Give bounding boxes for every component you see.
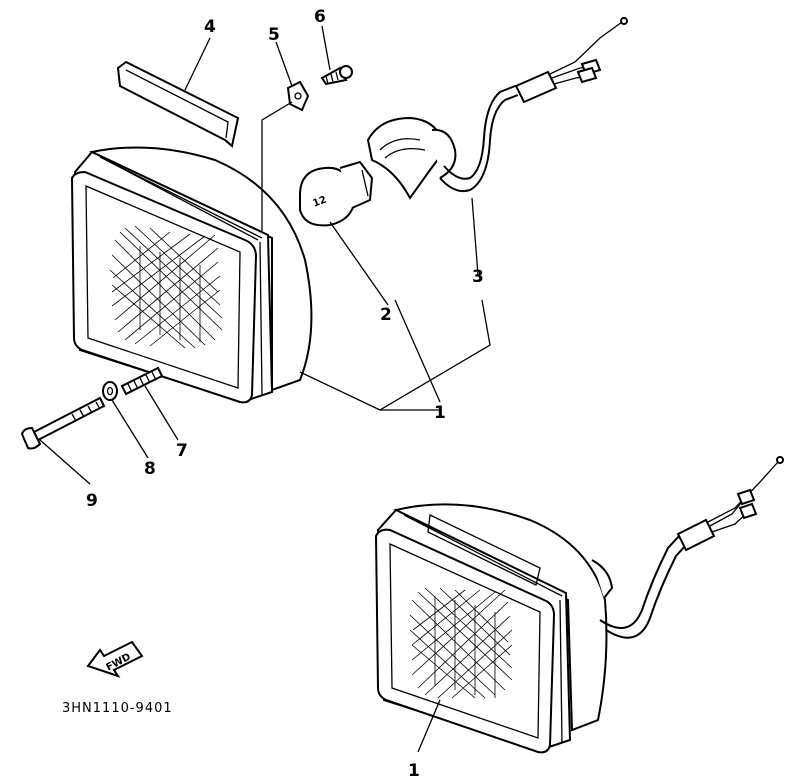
callout-9: 9 [86,491,98,511]
headlight-unit-upper [70,146,313,404]
svg-text:12: 12 [311,194,328,209]
callout-6: 6 [314,7,326,27]
part-8-washer [102,381,118,401]
part-6-screw [320,65,353,86]
lens-mesh-lower [409,587,513,699]
part-2-bulb: 12 [299,160,374,227]
lens-mesh-upper [109,225,223,349]
part-9-screw [20,396,106,450]
callout-5: 5 [268,25,280,45]
headlight-unit-lower [374,503,614,754]
callout-4: 4 [204,17,216,37]
part-7-spring [120,366,164,396]
diagram-code: 3HN1110-9401 [62,701,173,716]
part-4-visor [116,60,240,148]
part-5-nut [286,80,310,112]
part-3-socket-harness [366,17,628,200]
callout-7: 7 [176,441,188,461]
callout-1-upper: 1 [434,403,446,423]
callout-8: 8 [144,459,156,479]
lower-wire-harness [599,456,784,639]
callout-3: 3 [472,267,484,287]
leader-lines [39,25,491,753]
callout-1-lower: 1 [408,761,420,779]
callout-2: 2 [380,305,392,325]
fwd-arrow-icon: FWD [86,640,144,678]
